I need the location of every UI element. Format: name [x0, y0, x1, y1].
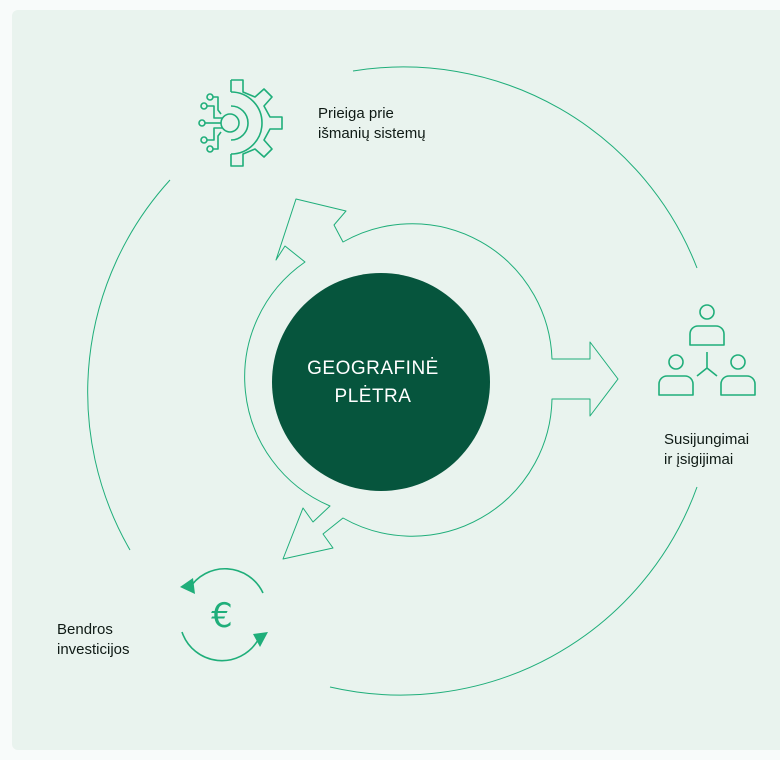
label-smart-systems: Prieiga prie išmanių sistemų [318, 104, 426, 144]
center-title-line2: PLĖTRA [334, 386, 412, 407]
label-investments-line2: investicijos [57, 641, 130, 658]
outer-arc-bottom [329, 486, 698, 696]
euro-symbol: € [211, 596, 233, 636]
outer-ring [87, 66, 698, 696]
outer-arc-top [352, 66, 698, 269]
label-joint-investments: Bendros investicijos [57, 620, 130, 660]
center-title-line1: GEOGRAFINĖ [307, 358, 439, 379]
euro-cycle-icon: € [180, 567, 268, 662]
label-mergers-acquisitions: Susijungimai ir įsigijimai [664, 430, 749, 470]
center-circle [272, 273, 490, 491]
people-network-icon [658, 304, 756, 396]
outer-arc-left [87, 179, 171, 551]
label-mergers-line2: ir įsigijimai [664, 451, 734, 468]
gear-circuit-icon [198, 79, 283, 167]
label-investments-line1: Bendros [57, 621, 113, 638]
center-title: GEOGRAFINĖ PLĖTRA [268, 355, 478, 411]
label-mergers-line1: Susijungimai [664, 431, 750, 448]
inner-ring-with-arrows [244, 198, 619, 560]
label-smart-systems-line1: Prieiga prie [318, 105, 394, 122]
label-smart-systems-line2: išmanių sistemų [318, 125, 426, 142]
